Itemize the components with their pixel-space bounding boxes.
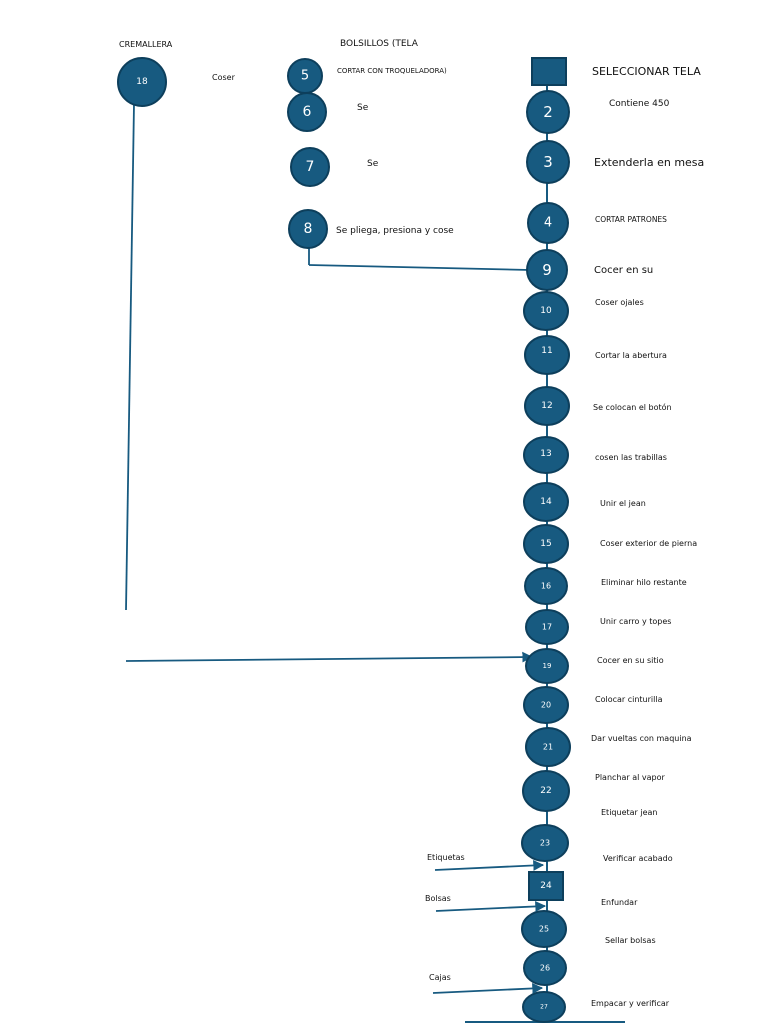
step-20-number: 20 xyxy=(541,701,551,710)
step-17-label: Unir carro y topes xyxy=(600,617,671,626)
step-22-label: Planchar al vapor xyxy=(595,773,666,782)
step-11-number: 11 xyxy=(541,346,552,356)
step-19-number: 19 xyxy=(543,662,552,670)
step-22-extra-label: Etiquetar jean xyxy=(601,808,657,817)
step-9: 9 xyxy=(526,249,568,291)
step-15-number: 15 xyxy=(540,539,551,549)
step-20: 20 xyxy=(523,686,569,724)
step-25: 25 xyxy=(521,910,567,948)
step-6-number: 6 xyxy=(303,104,312,120)
step-12-label: Se colocan el botón xyxy=(593,402,672,412)
step-25-label: Sellar bolsas xyxy=(605,936,656,945)
step-2: 2 xyxy=(526,90,570,134)
step-6-label: Se xyxy=(357,103,369,113)
header-cremallera: CREMALLERA xyxy=(119,40,173,49)
step-8: 8 xyxy=(288,209,328,249)
step-5-label: CORTAR CON TROQUELADORA) xyxy=(337,67,447,75)
step-13-label: cosen las trabillas xyxy=(595,453,667,462)
step-22-number: 22 xyxy=(540,786,551,796)
step-10-label: Coser ojales xyxy=(595,298,644,307)
step-18: 18 xyxy=(117,57,167,107)
step-16: 16 xyxy=(524,567,568,605)
step-4-label: CORTAR PATRONES xyxy=(595,215,667,224)
step-9-label: Cocer en su xyxy=(594,265,653,276)
step-23-number: 23 xyxy=(540,839,550,848)
step-13: 13 xyxy=(523,436,569,474)
step-14-label: Unir el jean xyxy=(600,499,646,508)
step-4: 4 xyxy=(527,202,569,244)
step-3-label: Extenderla en mesa xyxy=(594,156,704,169)
step-3: 3 xyxy=(526,140,570,184)
step-6: 6 xyxy=(287,92,327,132)
input-cajas-label: Cajas xyxy=(429,973,451,982)
pocket-connector-horizontal xyxy=(308,264,531,271)
step-17: 17 xyxy=(525,609,569,645)
step-27-number: 27 xyxy=(540,1004,548,1011)
step-3-number: 3 xyxy=(543,153,553,171)
step-26: 26 xyxy=(523,950,567,986)
step-13-number: 13 xyxy=(540,449,551,459)
step-15: 15 xyxy=(523,524,569,564)
step-24-number: 24 xyxy=(540,881,552,891)
step-14: 14 xyxy=(523,482,569,522)
input-etiquetas-arrow xyxy=(434,860,545,871)
step-24-label: Enfundar xyxy=(601,898,638,907)
step-19-label: Cocer en su sitio xyxy=(597,656,664,665)
step-11-label: Cortar la abertura xyxy=(595,351,667,360)
step-7: 7 xyxy=(290,147,330,187)
zipper-connector-horizontal xyxy=(125,651,534,663)
step-5: 5 xyxy=(287,58,323,94)
step-7-number: 7 xyxy=(306,159,315,175)
step-20-label: Colocar cinturilla xyxy=(595,695,663,704)
step-21-number: 21 xyxy=(543,743,553,752)
step-17-number: 17 xyxy=(542,623,552,632)
step-18-number: 18 xyxy=(136,77,148,87)
step-16-number: 16 xyxy=(541,582,551,591)
start-node xyxy=(531,57,567,86)
input-etiquetas-label: Etiquetas xyxy=(427,853,465,862)
step-14-number: 14 xyxy=(540,497,552,507)
step-12: 12 xyxy=(524,386,570,426)
step-23: 23 xyxy=(521,824,569,862)
step-11: 11 xyxy=(524,335,570,375)
step-8-label: Se pliega, presiona y cose xyxy=(336,226,454,236)
zipper-connector-vertical xyxy=(125,103,135,611)
step-19: 19 xyxy=(525,648,569,684)
step-12-number: 12 xyxy=(541,401,552,411)
step-10-number: 10 xyxy=(540,306,552,316)
start-label: SELECCIONAR TELA xyxy=(592,65,701,78)
input-bolsas-label: Bolsas xyxy=(425,894,451,903)
input-bolsas-arrow xyxy=(435,901,547,912)
step-21-label: Dar vueltas con maquina xyxy=(591,734,692,743)
step-22: 22 xyxy=(522,770,570,812)
step-24: 24 xyxy=(528,871,564,901)
step-25-number: 25 xyxy=(539,925,549,934)
step-23-label: Verificar acabado xyxy=(603,854,673,863)
header-bolsillos: BOLSILLOS (TELA xyxy=(340,39,419,49)
step-27-label: Empacar y verificar xyxy=(591,999,670,1008)
step-7-label: Se xyxy=(367,159,379,169)
step-18-label: Coser xyxy=(212,73,236,82)
step-10: 10 xyxy=(523,291,569,331)
step-21: 21 xyxy=(525,727,571,767)
step-27: 27 xyxy=(522,991,566,1023)
step-2-number: 2 xyxy=(543,103,553,121)
step-15-label: Coser exterior de pierna xyxy=(600,539,697,548)
step-2-label: Contiene 450 xyxy=(609,99,670,109)
step-26-number: 26 xyxy=(540,964,550,973)
step-5-number: 5 xyxy=(301,69,309,84)
step-8-number: 8 xyxy=(304,221,313,237)
step-16-label: Eliminar hilo restante xyxy=(601,578,687,587)
input-cajas-arrow xyxy=(432,983,544,994)
step-9-number: 9 xyxy=(542,261,552,279)
step-4-number: 4 xyxy=(544,216,552,231)
